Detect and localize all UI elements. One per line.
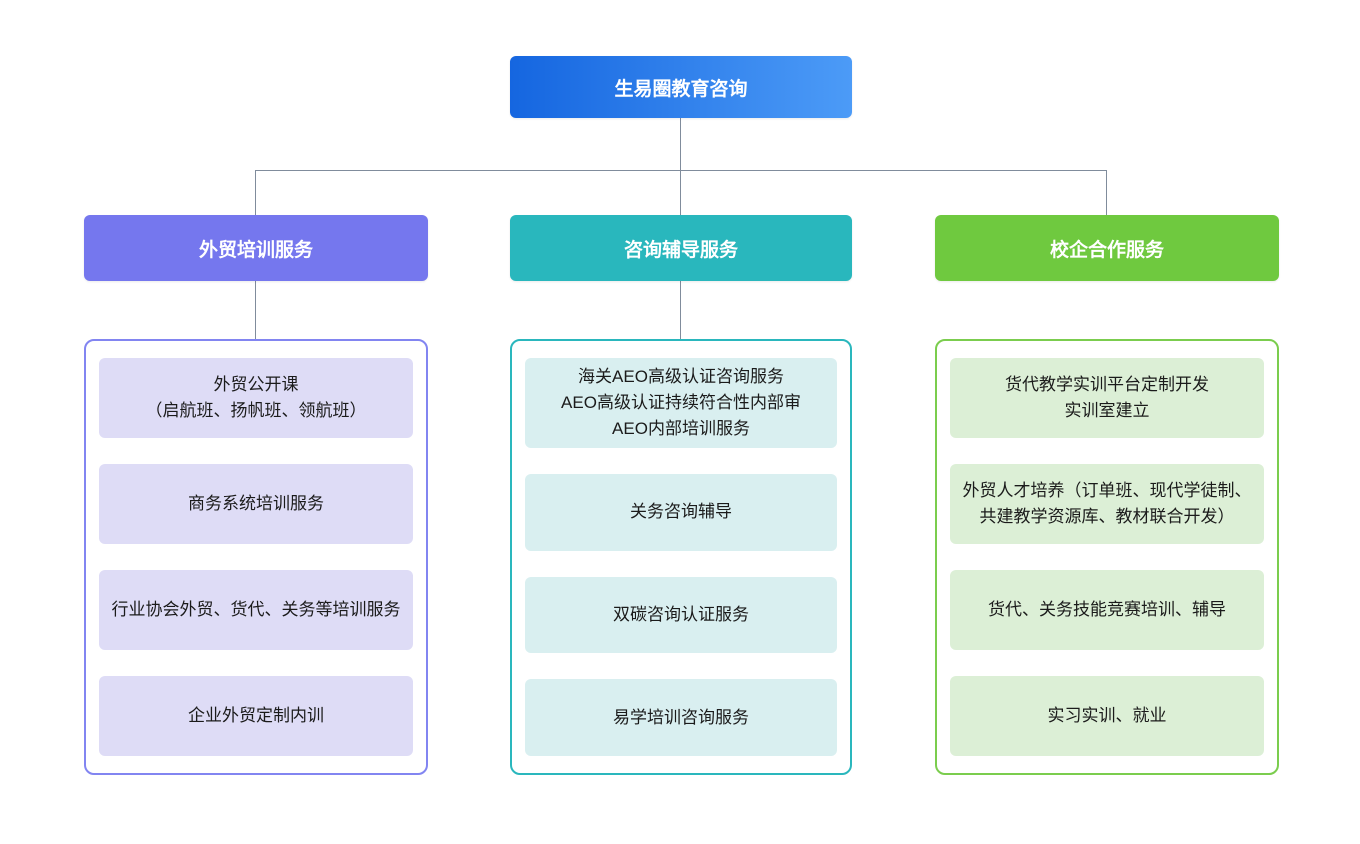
connector-line-middle-container: [680, 281, 681, 339]
branch-header-label: 外贸培训服务: [198, 239, 313, 261]
branch-item: 实习实训、就业: [950, 676, 1264, 756]
root-node-label: 生易圈教育咨询: [614, 78, 748, 100]
connector-line-left-container: [255, 281, 256, 339]
branch-item: 行业协会外贸、货代、关务等培训服务: [99, 570, 413, 650]
branch-item: 货代、关务技能竞赛培训、辅导: [950, 570, 1264, 650]
branch-container-trade-training: 外贸公开课 （启航班、扬帆班、领航班） 商务系统培训服务 行业协会外贸、货代、关…: [84, 339, 428, 775]
branch-item: 海关AEO高级认证咨询服务 AEO高级认证持续符合性内部审 AEO内部培训服务: [525, 358, 837, 448]
connector-line-horizontal: [255, 170, 1107, 171]
branch-header-label: 咨询辅导服务: [623, 239, 738, 261]
branch-header-trade-training: 外贸培训服务: [84, 215, 428, 281]
branch-header-label: 校企合作服务: [1049, 239, 1164, 261]
branch-header-consulting: 咨询辅导服务: [510, 215, 852, 281]
branch-item: 外贸公开课 （启航班、扬帆班、领航班）: [99, 358, 413, 438]
branch-item: 关务咨询辅导: [525, 474, 837, 551]
branch-container-school-enterprise: 货代教学实训平台定制开发 实训室建立 外贸人才培养（订单班、现代学徒制、共建教学…: [935, 339, 1279, 775]
connector-line-middle-branch: [680, 170, 681, 215]
connector-line-left-branch: [255, 170, 256, 215]
connector-line-root-down: [680, 118, 681, 170]
branch-item: 商务系统培训服务: [99, 464, 413, 544]
branch-item: 企业外贸定制内训: [99, 676, 413, 756]
branch-header-school-enterprise: 校企合作服务: [935, 215, 1279, 281]
branch-item: 双碳咨询认证服务: [525, 576, 837, 654]
branch-item: 外贸人才培养（订单班、现代学徒制、共建教学资源库、教材联合开发）: [950, 464, 1264, 544]
branch-item: 易学培训咨询服务: [525, 679, 837, 757]
connector-line-right-branch: [1106, 170, 1107, 215]
branch-item: 货代教学实训平台定制开发 实训室建立: [950, 358, 1264, 438]
root-node: 生易圈教育咨询: [510, 56, 852, 118]
branch-container-consulting: 海关AEO高级认证咨询服务 AEO高级认证持续符合性内部审 AEO内部培训服务 …: [510, 339, 852, 775]
